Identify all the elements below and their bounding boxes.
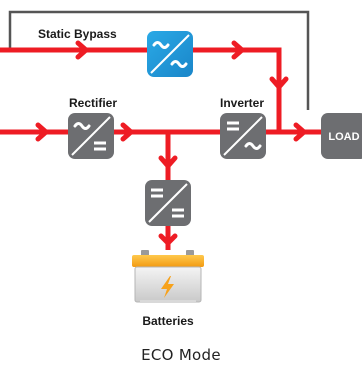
rectifier-label: Rectifier bbox=[69, 96, 117, 110]
arrow-bypass-out bbox=[231, 40, 245, 60]
arrow-rectifier-in bbox=[35, 122, 49, 142]
arrow-dc-bus bbox=[120, 122, 134, 142]
ac-to-ac-converter-icon bbox=[147, 31, 193, 77]
load-block: LOAD bbox=[321, 113, 362, 159]
bypass-enclosure-outline bbox=[8, 10, 310, 110]
arrow-bypass-down bbox=[269, 76, 289, 90]
batteries-label: Batteries bbox=[142, 314, 194, 328]
static-bypass-label: Static Bypass bbox=[38, 27, 117, 41]
mode-caption: ECO Mode bbox=[141, 346, 221, 364]
dc-to-dc-converter-icon bbox=[145, 180, 191, 226]
battery-icon bbox=[132, 250, 204, 303]
arrow-battery-branch bbox=[158, 155, 178, 169]
arrow-battery-feed bbox=[158, 233, 178, 246]
arrow-bypass-in bbox=[75, 40, 89, 60]
inverter-label: Inverter bbox=[220, 96, 264, 110]
dc-to-ac-converter-icon bbox=[220, 113, 266, 159]
ac-to-dc-converter-icon bbox=[68, 113, 114, 159]
load-label: LOAD bbox=[328, 131, 359, 143]
flow-arrows bbox=[35, 40, 307, 246]
arrow-to-load bbox=[293, 122, 307, 142]
